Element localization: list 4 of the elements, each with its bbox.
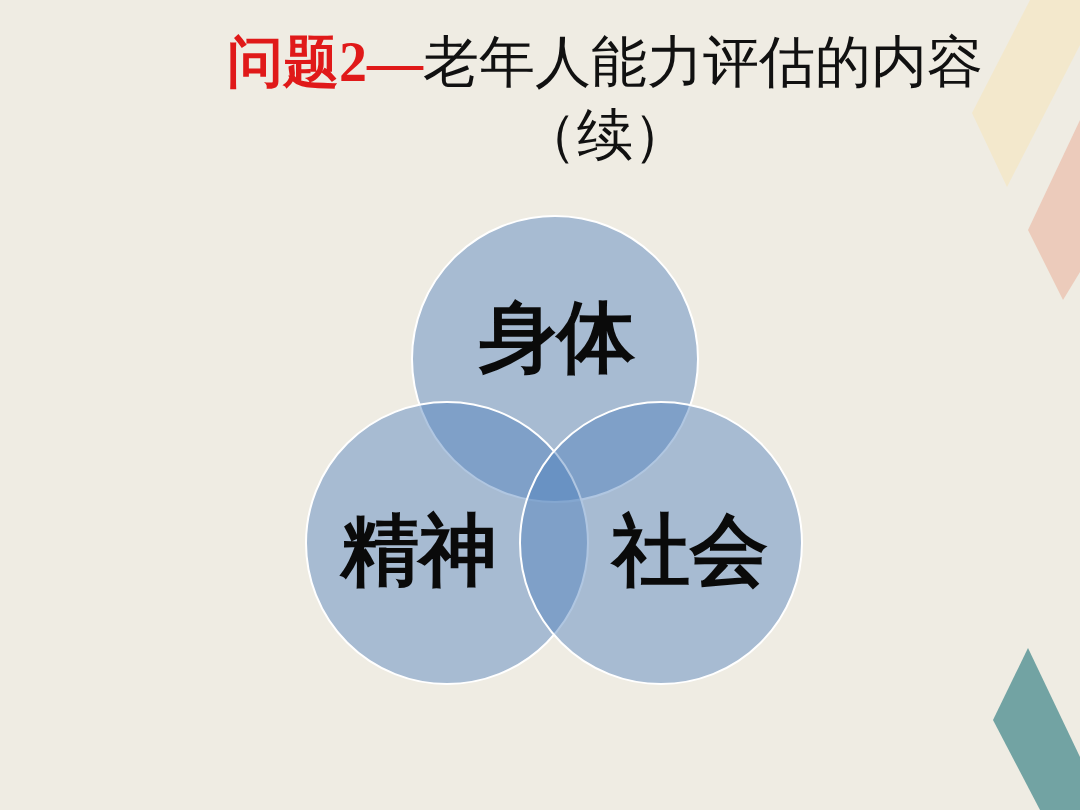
circle-label: 精神	[341, 511, 497, 589]
slide-title: 问题2—老年人能力评估的内容（续）	[226, 30, 984, 168]
circle-label: 社会	[612, 511, 768, 589]
circle-label: 身体	[479, 298, 635, 376]
